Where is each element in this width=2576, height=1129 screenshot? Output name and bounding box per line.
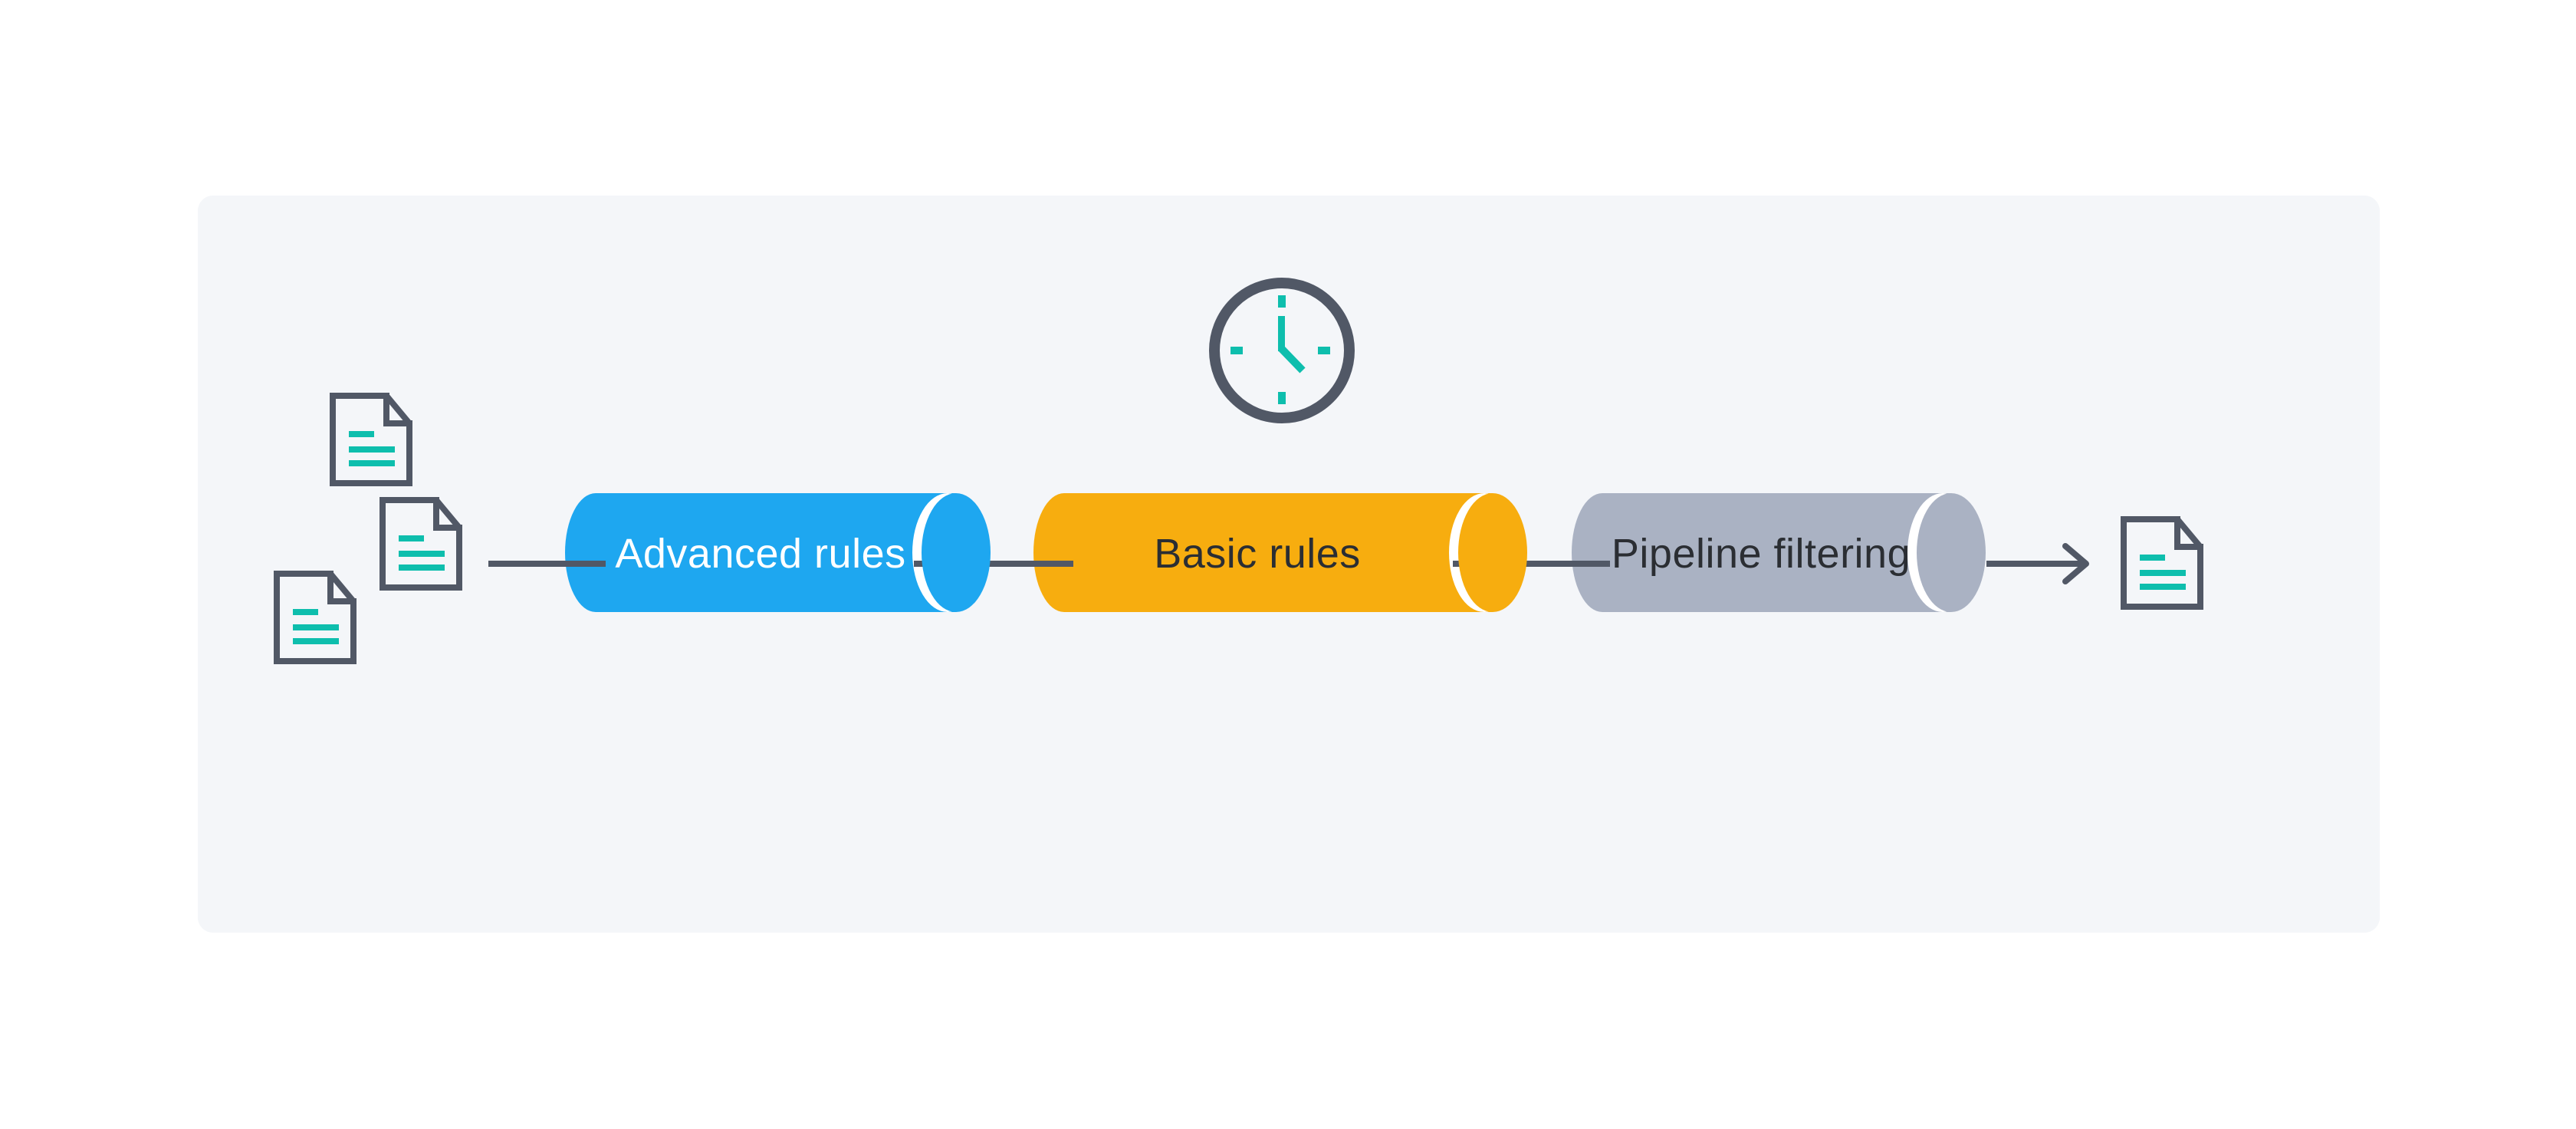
document-text-line — [293, 638, 339, 644]
document-outline — [274, 571, 356, 664]
cylinder-cap-advanced — [922, 493, 991, 612]
document-outline — [380, 497, 462, 591]
arrow-head — [2062, 543, 2089, 584]
cylinder-body — [1572, 493, 1951, 612]
document-text-line — [399, 551, 445, 557]
cylinder-cap-filtering — [1917, 493, 1986, 612]
document-fold-corner — [383, 393, 412, 426]
stage-label-advanced-rules: Advanced rules — [615, 531, 905, 577]
document-text-line — [293, 609, 318, 615]
document-text-line — [2140, 584, 2186, 590]
arrow-right-icon — [1986, 543, 2089, 584]
cylinder-body — [565, 493, 956, 612]
input-document-icon-2 — [380, 497, 462, 591]
cylinder-cap-basic — [1458, 493, 1527, 612]
clock-minute-hand — [1278, 316, 1285, 351]
document-text-line — [399, 564, 445, 571]
document-text-line — [349, 431, 374, 437]
clock-tick-12 — [1278, 295, 1286, 308]
document-fold-corner — [327, 571, 356, 604]
clock-hour-hand — [1278, 345, 1306, 374]
input-document-icon-1 — [330, 393, 412, 486]
document-text-line — [293, 624, 339, 630]
document-text-line — [349, 460, 395, 466]
document-outline — [330, 393, 412, 486]
document-fold-corner — [433, 498, 462, 530]
document-text-line — [2140, 555, 2165, 561]
document-text-line — [2140, 570, 2186, 576]
stage-label-basic-rules: Basic rules — [1154, 531, 1361, 577]
document-text-line — [349, 446, 395, 453]
output-document-icon — [2121, 516, 2203, 610]
document-text-line — [399, 535, 424, 541]
document-outline — [2121, 516, 2203, 610]
clock-icon — [1209, 278, 1355, 423]
cylinder-body — [1033, 493, 1493, 612]
clock-tick-3 — [1318, 347, 1330, 354]
document-fold-corner — [2174, 517, 2203, 549]
input-document-icon-3 — [274, 571, 356, 664]
clock-tick-6 — [1278, 392, 1286, 404]
clock-tick-9 — [1230, 347, 1243, 354]
clock-ring — [1209, 278, 1355, 423]
stage-label-pipeline-filtering: Pipeline filtering — [1612, 531, 1911, 577]
